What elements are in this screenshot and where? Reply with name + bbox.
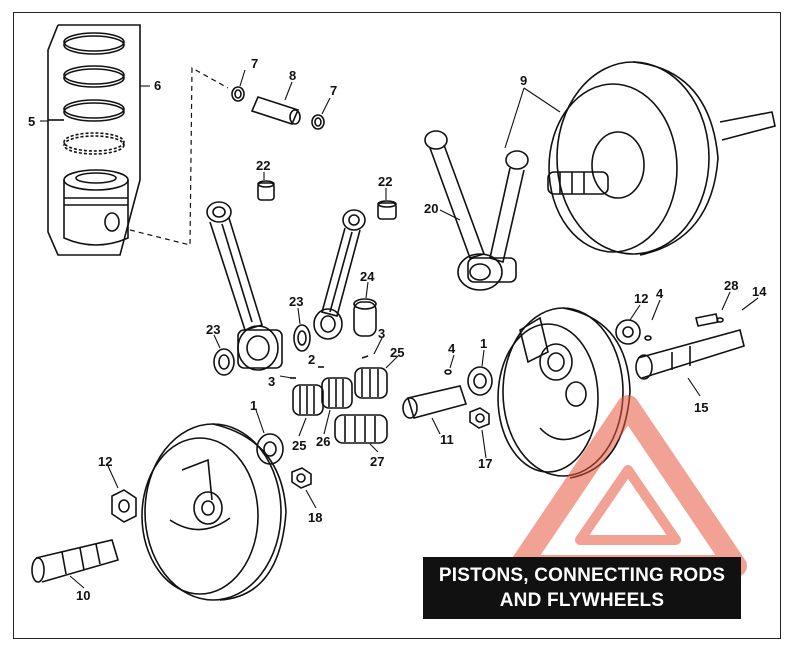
callout-18: 18 xyxy=(308,510,322,525)
callout-23a: 23 xyxy=(289,294,303,309)
callout-14: 14 xyxy=(752,284,767,299)
connecting-rod-front xyxy=(206,201,283,371)
caption-line-1: PISTONS, CONNECTING RODS xyxy=(438,565,726,586)
callout-2: 2 xyxy=(308,352,315,367)
piston-pin xyxy=(231,86,325,130)
watermark-logo xyxy=(509,395,747,577)
diagram-border xyxy=(13,12,781,639)
roller-cages xyxy=(290,355,388,444)
callout-20: 20 xyxy=(424,201,438,216)
diagram-caption: PISTONS, CONNECTING RODS AND FLYWHEELS xyxy=(423,557,741,619)
mainshaft-left xyxy=(31,489,137,583)
callout-8: 8 xyxy=(289,68,296,83)
caption-line-2: AND FLYWHEELS xyxy=(499,590,665,611)
crank-pin xyxy=(402,369,468,419)
callout-24: 24 xyxy=(360,269,375,284)
callout-3b: 3 xyxy=(378,326,385,341)
callout-9: 9 xyxy=(520,73,527,88)
callout-22a: 22 xyxy=(256,158,270,173)
callout-1b: 1 xyxy=(250,398,257,413)
callout-12b: 12 xyxy=(98,454,112,469)
callout-25a: 25 xyxy=(390,345,404,360)
bearings-middle xyxy=(213,298,377,376)
callout-numbers: 5 6 7 8 7 9 22 22 20 23 24 23 2 3 3 25 4… xyxy=(28,56,767,603)
callout-28: 28 xyxy=(724,278,738,293)
callout-22b: 22 xyxy=(378,174,392,189)
callout-17: 17 xyxy=(478,456,492,471)
callout-1a: 1 xyxy=(480,336,487,351)
connecting-rod-rear xyxy=(313,209,366,340)
callout-3a: 3 xyxy=(268,374,275,389)
callout-25b: 25 xyxy=(292,438,306,453)
callout-4b: 4 xyxy=(656,286,664,301)
callout-7a: 7 xyxy=(251,56,258,71)
flywheel-left xyxy=(141,423,287,601)
leader-lines xyxy=(40,69,759,589)
callout-7b: 7 xyxy=(330,83,337,98)
callout-26: 26 xyxy=(316,434,330,449)
flywheel-right xyxy=(497,307,631,479)
piston xyxy=(63,169,129,246)
callout-6: 6 xyxy=(154,78,161,93)
connecting-rods-assembled xyxy=(424,130,529,291)
callout-10: 10 xyxy=(76,588,90,603)
callout-23b: 23 xyxy=(206,322,220,337)
piston-group-bracket xyxy=(47,24,141,256)
flywheel-assembly-rear xyxy=(547,61,776,256)
callout-12a: 12 xyxy=(634,291,648,306)
callout-11: 11 xyxy=(440,432,454,447)
callout-5: 5 xyxy=(28,114,35,129)
rod-bushings xyxy=(257,180,397,220)
piston-rings xyxy=(63,32,125,155)
callout-27: 27 xyxy=(370,454,384,469)
callout-4a: 4 xyxy=(448,341,456,356)
mainshaft-right xyxy=(615,313,745,380)
callout-15: 15 xyxy=(694,400,708,415)
